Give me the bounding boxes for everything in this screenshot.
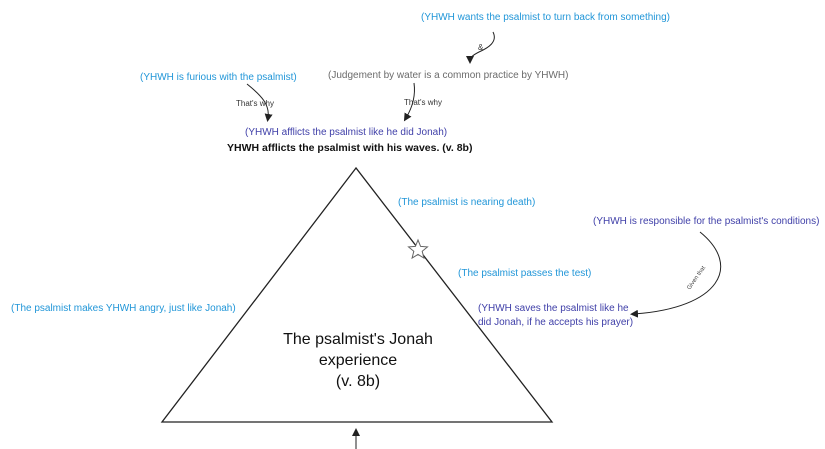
center-line-1: The psalmist's Jonah xyxy=(283,331,433,348)
label-ampersand: & xyxy=(478,43,484,52)
center-line-2: experience xyxy=(318,352,398,369)
label-thats-why-left: That's why xyxy=(236,99,274,108)
label-furious: (YHWH is furious with the psalmist) xyxy=(140,72,297,83)
label-responsible: (YHWH is responsible for the psalmist's … xyxy=(593,216,820,227)
label-afflicts-jonah: (YHWH afflicts the psalmist like he did … xyxy=(245,127,448,138)
label-makes-angry: (The psalmist makes YHWH angry, just lik… xyxy=(11,303,236,314)
star-icon xyxy=(407,238,429,260)
label-passes-test: (The psalmist passes the test) xyxy=(458,268,592,279)
arrow-furious-to-afflicts xyxy=(246,83,273,122)
triangle-center-text: The psalmist's Jonah experience (v. 8b) xyxy=(258,329,458,392)
label-judgement: (Judgement by water is a common practice… xyxy=(328,70,569,81)
triangle xyxy=(160,166,554,423)
label-saves-line2: did Jonah, if he accepts his prayer) xyxy=(478,317,634,328)
arrow-judgement-to-afflicts xyxy=(403,82,415,122)
arrow-turnback-to-judgement xyxy=(466,31,495,64)
label-afflicts-waves: YHWH afflicts the psalmist with his wave… xyxy=(227,142,473,154)
label-thats-why-right: That's why xyxy=(404,98,442,107)
label-nearing-death: (The psalmist is nearing death) xyxy=(398,197,536,208)
center-line-3: (v. 8b) xyxy=(335,373,381,390)
label-saves-line1: (YHWH saves the psalmist like he xyxy=(478,303,629,314)
arrow-responsible-to-saves xyxy=(630,231,722,318)
label-turn-back: (YHWH wants the psalmist to turn back fr… xyxy=(421,12,670,23)
